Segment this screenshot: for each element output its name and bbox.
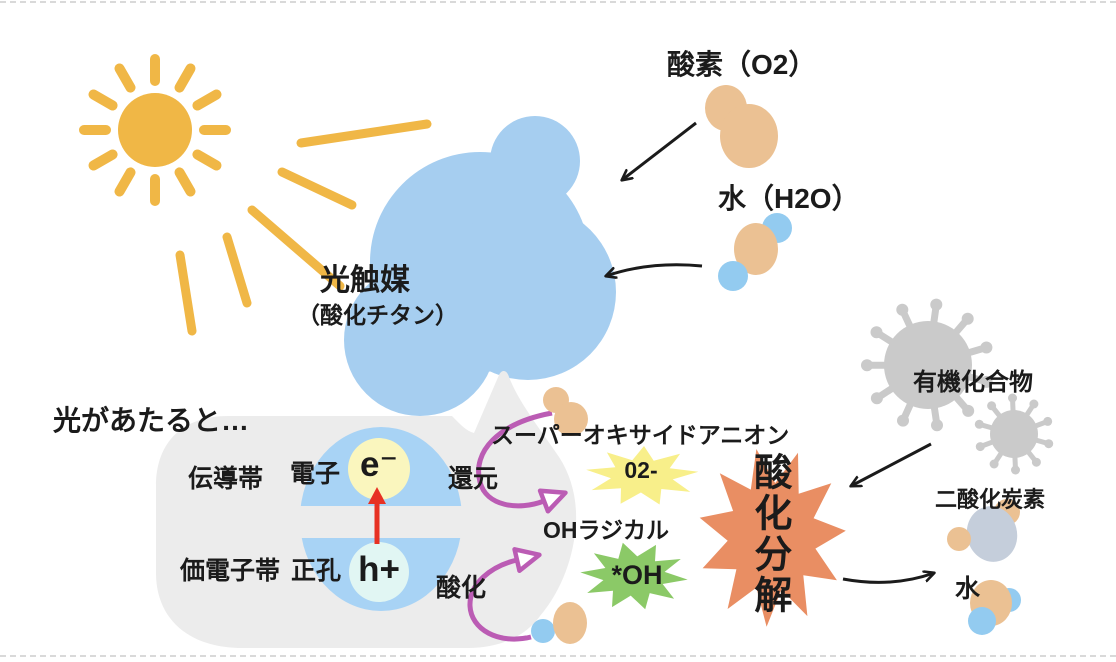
- oh-radical-label: OHラジカル: [543, 517, 670, 543]
- superoxide-symbol: 02-: [624, 457, 658, 483]
- hole-symbol: h+: [358, 550, 400, 589]
- superoxide-starburst: [586, 446, 699, 505]
- light-beam: [247, 205, 345, 291]
- oh-radical-symbol: *OH: [611, 560, 663, 590]
- electron-label: 電子: [290, 460, 341, 488]
- oxidation-label: 酸化: [436, 574, 487, 602]
- organic-compound-icon-large: [861, 298, 993, 432]
- page-edge-top-dashed-line: [0, 1, 1116, 3]
- decomposition-label: 酸化分解: [747, 452, 790, 616]
- light-beam: [296, 119, 432, 148]
- water-molecule-small: [531, 602, 587, 644]
- oxygen-label: 酸素（O2）: [667, 49, 817, 80]
- hole-label: 正孔: [291, 557, 342, 585]
- sun-body: [118, 93, 192, 167]
- excitation-arrow-head: [368, 487, 386, 504]
- arrow-decomposition-to-water: [842, 573, 934, 584]
- reduction-label: 還元: [448, 465, 499, 493]
- electron-circle: [348, 438, 410, 500]
- co2-label: 二酸化炭素: [935, 487, 1046, 512]
- page-edge-bottom-dashed-line: [0, 655, 1116, 657]
- titanium-label: （酸化チタン）: [297, 302, 458, 328]
- co2-molecule: [947, 499, 1020, 562]
- band-diagram: [296, 427, 468, 611]
- water-out-label: 水: [955, 575, 981, 603]
- superoxide-label: スーパーオキサイドアニオン: [491, 422, 790, 448]
- photocatalyst-label: 光触媒: [320, 264, 410, 297]
- water-molecule-in: [718, 213, 792, 291]
- sun-icon: [79, 54, 231, 206]
- water-molecule-out: [968, 580, 1021, 635]
- light-beam: [222, 232, 252, 308]
- arrow-oxygen-to-catalyst: [622, 121, 697, 180]
- sunlight-beams: [175, 119, 432, 336]
- arrow-organic-to-decomposition: [851, 442, 932, 486]
- photocatalyst-blob: [344, 116, 616, 416]
- organic-compound-icon-small: [974, 393, 1054, 475]
- oh-radical-starburst: [580, 542, 688, 610]
- hole-circle: [349, 542, 409, 602]
- electron-symbol: e⁻: [360, 445, 398, 484]
- band-gap: [296, 506, 468, 538]
- light-beam: [175, 250, 197, 336]
- decomposition-starburst: [699, 449, 846, 627]
- valence-band-label: 価電子帯: [180, 557, 281, 585]
- oxidation-arrow: [467, 547, 542, 642]
- bubble-title: 光があたると…: [53, 405, 250, 436]
- sun-rays: [79, 54, 231, 206]
- water-in-label: 水（H2O）: [718, 183, 860, 214]
- oxygen-molecule-small: [543, 387, 588, 436]
- organic-compound-label: 有機化合物: [913, 369, 1033, 396]
- oxygen-molecule: [705, 85, 778, 168]
- arrow-water-to-catalyst: [606, 263, 703, 276]
- reduction-arrow: [476, 410, 568, 514]
- light-beam: [277, 167, 357, 210]
- conduction-band-label: 伝導帯: [188, 465, 264, 493]
